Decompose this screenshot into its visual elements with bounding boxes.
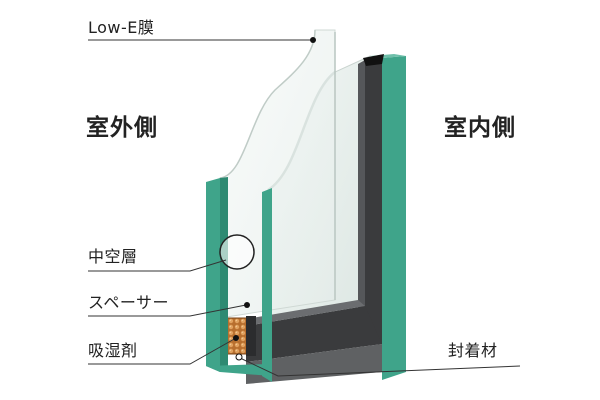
outdoor-glass-curve-edge: [219, 29, 316, 179]
air-layer-circle: [219, 234, 255, 270]
outdoor-glass-face: [219, 29, 336, 319]
spacer-label: スペーサー: [88, 293, 170, 312]
spacer-top-tip: [363, 54, 384, 66]
leader-desiccant: [88, 337, 237, 365]
indoor-glass-side-edge: [262, 188, 272, 382]
leader-spacer: [88, 304, 247, 317]
spacer-bottom-top: [246, 300, 365, 326]
low-e-film-label: Low-E膜: [88, 18, 155, 37]
sealant-strip: [246, 344, 382, 384]
desiccant-label: 吸湿剤: [88, 341, 138, 360]
outdoor-glass-edge-bottom: [206, 364, 272, 376]
leader-dots: [233, 37, 316, 361]
indoor-glass-edge-vertical: [382, 56, 406, 380]
dot-low-e: [310, 37, 316, 43]
outdoor-glass-edge-vertical: [206, 178, 220, 372]
dot-sealant: [235, 353, 243, 361]
outdoor-side-label: 室外側: [86, 115, 158, 141]
dot-spacer: [244, 302, 250, 308]
sealant-label: 封着材: [448, 341, 498, 360]
dot-desiccant: [233, 335, 239, 341]
spacer-bottom: [246, 306, 382, 362]
spacer-vertical: [365, 58, 382, 346]
leader-sealant: [239, 357, 521, 377]
desiccant-wall: [246, 316, 256, 356]
air-layer-label: 中空層: [88, 247, 138, 266]
leader-lines: [88, 39, 521, 377]
outdoor-glass-edge-shade: [220, 177, 228, 372]
indoor-side-label: 室内側: [444, 115, 516, 141]
spacer-vertical-inner: [358, 60, 365, 346]
spacer-frame: [246, 54, 384, 384]
leader-air-layer: [88, 259, 227, 272]
